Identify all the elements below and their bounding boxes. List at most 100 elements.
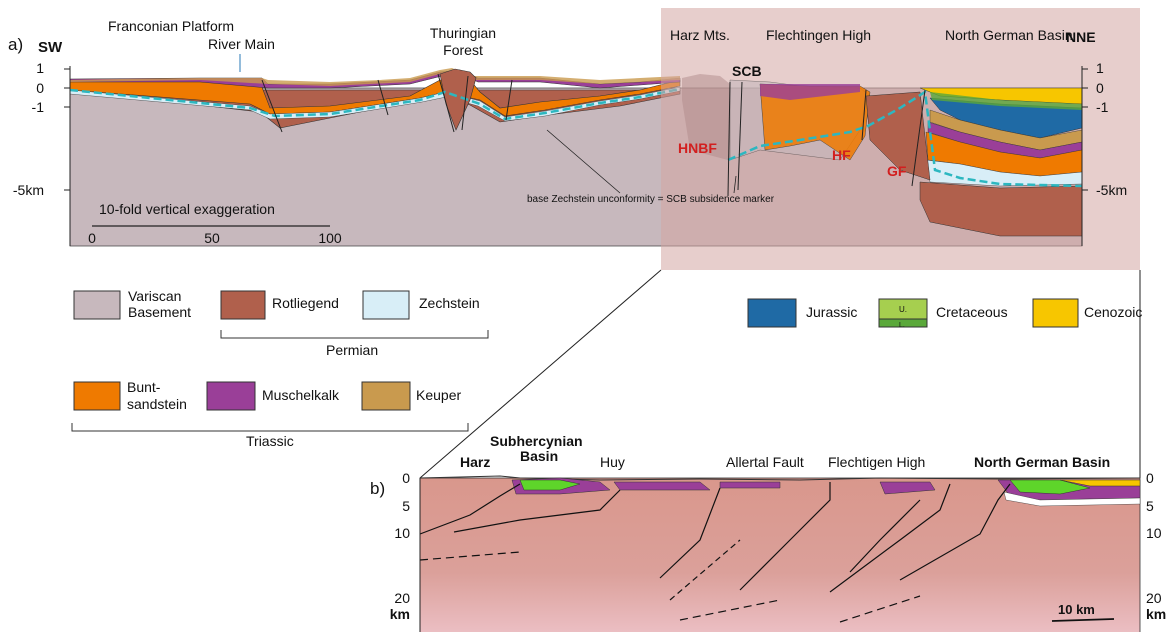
panel-b-ngb-cretaceous bbox=[1009, 479, 1091, 495]
legend-zechstein: Zechstein bbox=[419, 295, 480, 311]
panel-b-faults bbox=[419, 482, 1011, 623]
unconformity-pointer-2 bbox=[733, 175, 737, 194]
huy-label: Huy bbox=[600, 454, 625, 470]
hnbf-label: HNBF bbox=[678, 140, 717, 156]
legend-swatch-jurassic bbox=[747, 298, 797, 328]
panel-b: 0 5 10 20 km 0 5 10 20 km b) Harz Subher… bbox=[370, 433, 1166, 632]
right-tick-minus1: -1 bbox=[1096, 99, 1109, 115]
unconformity-line bbox=[69, 87, 681, 121]
harz-label: Harz bbox=[460, 454, 490, 470]
legend-keuper: Keuper bbox=[416, 387, 461, 403]
keuper-layer bbox=[70, 68, 680, 86]
legend-swatch-muschelkalk bbox=[206, 381, 256, 411]
north-german-basin-label: North German Basin bbox=[945, 27, 1073, 43]
scale-tick-0: 0 bbox=[88, 230, 96, 246]
legend-cret-lower: L. bbox=[899, 322, 905, 329]
scale-tick-50: 50 bbox=[204, 230, 220, 246]
legend-swatch-cretaceous-lower bbox=[878, 318, 928, 328]
legend-muschelkalk: Muschelkalk bbox=[262, 387, 340, 403]
left-tick-minus5: -5km bbox=[13, 182, 44, 198]
legend-permian: Permian bbox=[326, 342, 378, 358]
legend-swatch-buntsandstein bbox=[73, 381, 121, 411]
panel-b-scale-label: 10 km bbox=[1058, 602, 1095, 617]
b-right-tick-0: 0 bbox=[1146, 470, 1154, 486]
legend-triassic: Triassic bbox=[246, 433, 294, 449]
right-tick-minus5: -5km bbox=[1096, 182, 1127, 198]
hf-label: HF bbox=[832, 147, 851, 163]
legend-variscan-1: Variscan bbox=[128, 288, 181, 304]
legend: Variscan Basement Rotliegend Zechstein P… bbox=[71, 288, 1142, 449]
subhercynian-label-2: Basin bbox=[520, 448, 558, 464]
panel-a-right-faults bbox=[727, 81, 926, 197]
thuringian-label-1: Thuringian bbox=[430, 25, 496, 41]
flechtingen-muschelkalk bbox=[760, 84, 860, 100]
nga-cretaceous bbox=[930, 92, 1082, 110]
panel-b-flechtingen bbox=[879, 481, 936, 495]
legend-swatch-cenozoic bbox=[1032, 298, 1079, 328]
exaggeration-label: 10-fold vertical exaggeration bbox=[99, 201, 275, 217]
panel-b-ngb-cenozoic bbox=[1059, 479, 1141, 487]
subhercynian-label-1: Subhercynian bbox=[490, 433, 583, 449]
left-tick-0: 0 bbox=[36, 80, 44, 96]
panel-b-huy bbox=[613, 481, 711, 491]
permian-bracket bbox=[220, 330, 489, 339]
legend-swatch-rotliegend bbox=[220, 290, 266, 320]
right-tick-1: 1 bbox=[1096, 60, 1104, 76]
legend-bunt-1: Bunt- bbox=[127, 379, 161, 395]
scb-label: SCB bbox=[732, 63, 762, 79]
left-tick-1: 1 bbox=[36, 60, 44, 76]
legend-swatch-variscan bbox=[73, 290, 121, 320]
left-depth-axis: 1 0 -1 -5km bbox=[13, 60, 71, 246]
b-left-tick-0: 0 bbox=[402, 470, 410, 486]
b-left-tick-10: 10 bbox=[394, 525, 410, 541]
harz-mts-label: Harz Mts. bbox=[670, 27, 730, 43]
left-tick-minus1: -1 bbox=[32, 99, 45, 115]
panel-b-allertal bbox=[719, 481, 781, 489]
legend-cenozoic: Cenozoic bbox=[1084, 304, 1142, 320]
unconformity-caption: base Zechstein unconformity = SCB subsid… bbox=[527, 194, 775, 205]
panel-b-left-axis: 0 5 10 20 km bbox=[390, 470, 421, 632]
legend-jurassic: Jurassic bbox=[806, 304, 857, 320]
b-right-tick-20: 20 bbox=[1146, 590, 1162, 606]
panel-b-ngb-zechstein bbox=[1003, 491, 1141, 507]
panel-b-surface bbox=[419, 475, 1141, 481]
flechtingen-high-label: Flechtingen High bbox=[766, 27, 871, 43]
panel-b-label: b) bbox=[370, 479, 385, 498]
gf-label: GF bbox=[887, 163, 907, 179]
nga-rotliegend bbox=[919, 181, 1083, 237]
b-right-tick-5: 5 bbox=[1146, 498, 1154, 514]
legend-cretaceous: Cretaceous bbox=[936, 304, 1008, 320]
panel-b-subhercynian-cretaceous bbox=[519, 479, 581, 491]
zoom-connector-left bbox=[419, 269, 662, 479]
legend-swatch-keuper bbox=[361, 381, 411, 411]
right-unconformity bbox=[727, 89, 1083, 188]
unconformity-pointer-1 bbox=[546, 129, 621, 194]
b-left-tick-5: 5 bbox=[402, 498, 410, 514]
right-tick-0: 0 bbox=[1096, 80, 1104, 96]
river-main-label: River Main bbox=[208, 36, 275, 52]
north-german-basin-b-label: North German Basin bbox=[974, 454, 1110, 470]
right-depth-axis: 1 0 -1 -5km bbox=[1081, 60, 1127, 246]
panel-a: 1 0 -1 -5km 1 0 -1 -5km a) SW NNE Franco… bbox=[8, 8, 1140, 270]
sw-label: SW bbox=[38, 39, 63, 56]
legend-bunt-2: sandstein bbox=[127, 396, 187, 412]
legend-swatch-zechstein bbox=[362, 290, 410, 320]
panel-b-scale-bar bbox=[1051, 618, 1115, 622]
panel-a-faults bbox=[261, 73, 513, 133]
b-right-unit: km bbox=[1146, 606, 1166, 622]
thuringian-label-2: Forest bbox=[443, 42, 483, 58]
franconian-platform-label: Franconian Platform bbox=[108, 18, 234, 34]
legend-cret-upper: U. bbox=[899, 305, 907, 314]
panel-b-right-axis: 0 5 10 20 km bbox=[1146, 470, 1166, 622]
nne-label: NNE bbox=[1066, 29, 1096, 45]
panel-a-label: a) bbox=[8, 35, 23, 54]
legend-rotliegend: Rotliegend bbox=[272, 295, 339, 311]
flechtigen-high-label: Flechtigen High bbox=[828, 454, 925, 470]
b-left-tick-20: 20 bbox=[394, 590, 410, 606]
b-right-tick-10: 10 bbox=[1146, 525, 1162, 541]
legend-variscan-2: Basement bbox=[128, 304, 191, 320]
triassic-bracket bbox=[71, 423, 469, 432]
b-left-unit: km bbox=[390, 606, 410, 622]
allertal-fault-label: Allertal Fault bbox=[726, 454, 804, 470]
